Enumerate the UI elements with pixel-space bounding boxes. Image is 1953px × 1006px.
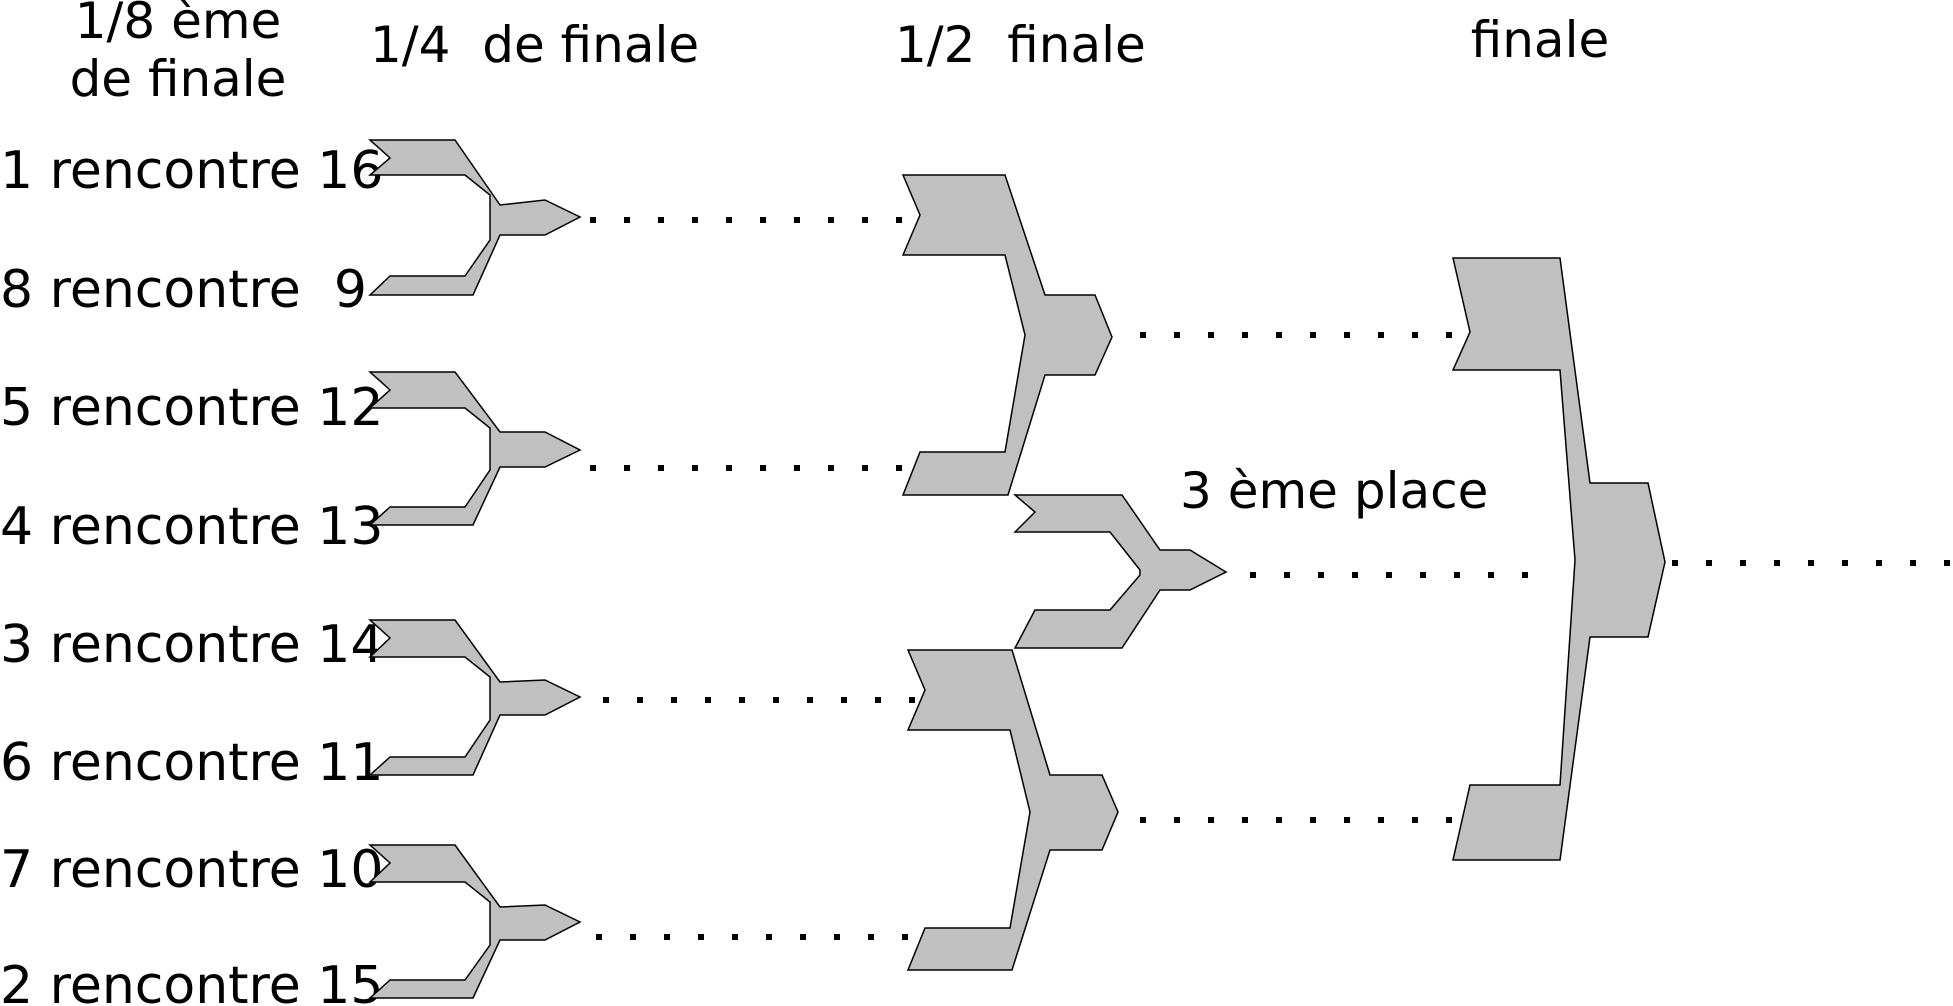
header-semi-final: 1/2 finale xyxy=(895,16,1146,74)
header-final: finale xyxy=(1471,11,1609,69)
quarter-connector-1 xyxy=(367,139,582,296)
match-label-8: 2 rencontre 15 xyxy=(0,956,383,1006)
quarter-connector-3 xyxy=(368,619,582,776)
third-place-connector xyxy=(1012,494,1228,649)
header-r16-line2: de finale xyxy=(70,50,287,108)
third-place-label: 3 ème place xyxy=(1180,462,1488,520)
match-label-3: 5 rencontre 12 xyxy=(0,378,383,438)
match-label-6: 6 rencontre 11 xyxy=(0,733,383,793)
quarter-connector-4 xyxy=(368,844,582,999)
header-quarter-final: 1/4 de finale xyxy=(370,16,699,74)
semi-connector-top xyxy=(901,174,1113,496)
header-r16-line1: 1/8 ème xyxy=(75,0,282,50)
match-label-2: 8 rencontre 9 xyxy=(0,260,367,320)
final-connector xyxy=(1451,257,1666,861)
match-label-7: 7 rencontre 10 xyxy=(0,840,383,900)
match-label-5: 3 rencontre 14 xyxy=(0,615,383,675)
match-label-4: 4 rencontre 13 xyxy=(0,497,383,557)
quarter-connector-2 xyxy=(368,371,582,526)
semi-connector-bottom xyxy=(906,649,1119,971)
match-label-1: 1 rencontre 16 xyxy=(0,141,383,201)
